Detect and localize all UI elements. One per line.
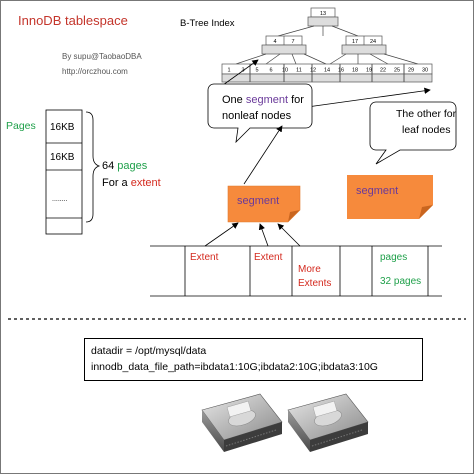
arrow-more-segment (277, 223, 301, 247)
btree-leaf-key: 10 (282, 68, 288, 74)
pages-count-word: pages (117, 160, 148, 172)
btree-root-key: 13 (320, 11, 326, 17)
segment-note-left (227, 185, 301, 223)
leaf-callout-line2: leaf nodes (402, 124, 451, 136)
pages-count: 64 pages (102, 160, 147, 173)
btree-leaf-key: 22 (380, 68, 386, 74)
btree-diagram (221, 7, 433, 83)
btree-leaf-key: 19 (366, 68, 372, 74)
pages-for-prefix: For a (102, 177, 131, 189)
segment-note-right (347, 175, 433, 219)
btree-leaf-key: 30 (422, 68, 428, 74)
btree-level2-key: 7 (291, 39, 294, 45)
segment-label-right: segment (356, 185, 399, 197)
more-extents-line1: More (298, 264, 321, 275)
btree-level2-key: 4 (273, 39, 276, 45)
diagram-title: InnoDB tablespace (18, 13, 128, 28)
pages-stack (45, 109, 101, 235)
btree-leaf-key: 14 (324, 68, 330, 74)
nonleaf-callout-bubble (207, 83, 313, 144)
nonleaf-callout-line2: nonleaf nodes (222, 110, 292, 122)
pages-extent: For a extent (102, 177, 161, 190)
nonleaf-callout-line1: One segment for (222, 94, 304, 107)
btree-leaf-key: 5 (255, 68, 258, 74)
extent-pages-label: pages (380, 252, 408, 263)
byline-url: http://orczhou.com (62, 67, 128, 76)
leaf-callout-line1: The other for (396, 108, 457, 120)
btree-leaf-key: 18 (352, 68, 358, 74)
btree-leaf-key: 29 (408, 68, 414, 74)
hard-disk-icon (201, 393, 283, 452)
btree-leaf-key: 25 (394, 68, 400, 74)
pages-count-number: 64 (102, 160, 118, 172)
btree-leaf-key: 16 (338, 68, 344, 74)
btree-keys: 1347172413561011121416181922252930 (227, 11, 428, 74)
btree-level2-key: 24 (370, 39, 376, 45)
pages-extent-word: extent (130, 177, 161, 189)
arrow-extent2-segment (258, 223, 269, 247)
extent-pages-count: 32 pages (380, 276, 422, 287)
nonleaf-callout-segment: segment (245, 94, 289, 106)
arrow-to-leaf (299, 87, 431, 109)
config-box: datadir = /opt/mysql/data innodb_data_fi… (84, 338, 423, 381)
btree-leaf-key: 1 (227, 68, 230, 74)
more-extents-line2: Extents (298, 278, 332, 289)
page-cell-1: 16KB (50, 122, 75, 133)
config-datadir: datadir = /opt/mysql/data (91, 345, 207, 357)
arrow-extent1-segment (204, 222, 239, 247)
extents-row (150, 245, 442, 297)
arrow-segment-nonleaf (243, 125, 283, 185)
page-cell-2: 16KB (50, 152, 75, 163)
brace (85, 111, 101, 223)
nonleaf-callout-one: One (222, 94, 246, 106)
hard-disk-icon (287, 393, 369, 452)
btree-leaf-key: 12 (310, 68, 316, 74)
extent-label-2: Extent (254, 252, 283, 263)
extent-label-1: Extent (190, 252, 219, 263)
segment-label-left: segment (237, 195, 280, 207)
btree-leaf-key: 11 (296, 68, 302, 74)
pages-label: Pages (6, 120, 36, 132)
page-cell-dots: ........ (52, 196, 68, 203)
btree-level2-key: 17 (352, 39, 358, 45)
leaf-callout-bubble (369, 101, 457, 165)
byline-author: By supu@TaobaoDBA (62, 52, 142, 61)
btree-label: B-Tree Index (180, 18, 235, 29)
btree-leaf-key: 6 (269, 68, 272, 74)
nonleaf-callout-for: for (288, 94, 304, 106)
config-data-file-path: innodb_data_file_path=ibdata1:10G;ibdata… (91, 361, 378, 373)
